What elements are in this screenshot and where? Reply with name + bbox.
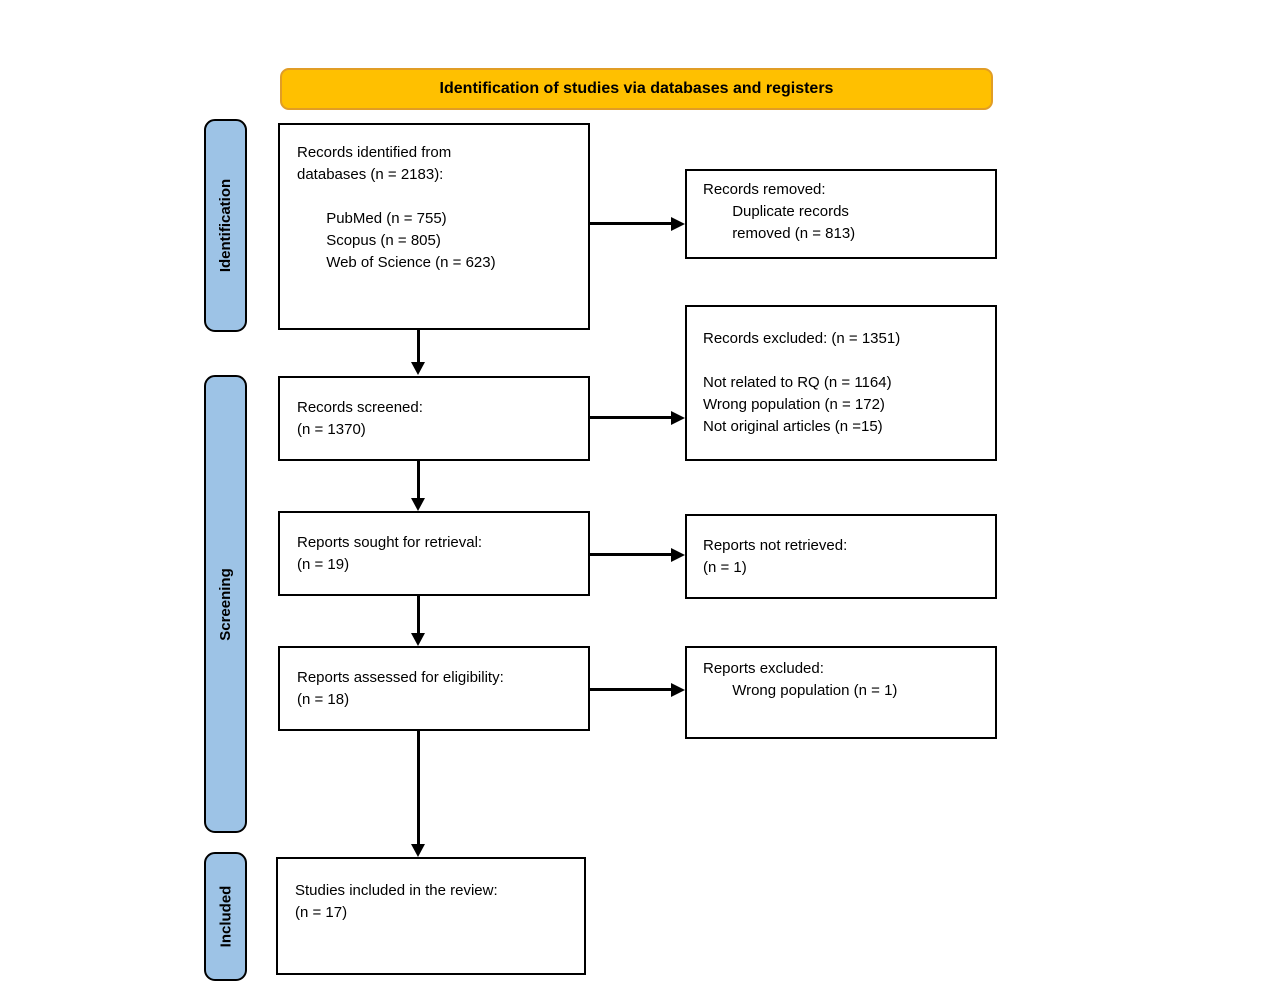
arrow-shaft: [417, 461, 420, 500]
banner-title-text: Identification of studies via databases …: [439, 80, 834, 97]
arrow-head-icon: [411, 498, 425, 511]
stage-bar-included: Included: [204, 852, 247, 981]
arrow-shaft: [590, 222, 674, 225]
stage-label-included: Included: [217, 885, 235, 948]
arrow-shaft: [590, 553, 674, 556]
stage-label-screening: Screening: [217, 567, 234, 641]
arrow-head-icon: [411, 362, 425, 375]
arrow-head-icon: [411, 633, 425, 646]
arrow-head-icon: [671, 548, 685, 562]
banner-title: Identification of studies via databases …: [280, 68, 993, 110]
arrow-shaft: [590, 688, 674, 691]
box-records-identified: Records identified from databases (n = 2…: [278, 123, 590, 330]
box-reports-excluded: Reports excluded: Wrong population (n = …: [685, 646, 997, 739]
arrow-head-icon: [671, 411, 685, 425]
arrow-shaft: [590, 416, 674, 419]
box-reports-not-retrieved: Reports not retrieved: (n = 1): [685, 514, 997, 599]
arrow-shaft: [417, 596, 420, 635]
stage-label-identification: Identification: [217, 178, 234, 273]
box-reports-assessed: Reports assessed for eligibility: (n = 1…: [278, 646, 590, 731]
arrow-shaft: [417, 330, 420, 364]
box-records-removed: Records removed: Duplicate records remov…: [685, 169, 997, 259]
box-records-screened: Records screened: (n = 1370): [278, 376, 590, 461]
arrow-head-icon: [671, 217, 685, 231]
arrow-head-icon: [671, 683, 685, 697]
box-reports-sought: Reports sought for retrieval: (n = 19): [278, 511, 590, 596]
arrow-head-icon: [411, 844, 425, 857]
stage-bar-screening: Screening: [204, 375, 247, 833]
box-records-excluded: Records excluded: (n = 1351) Not related…: [685, 305, 997, 461]
box-studies-included: Studies included in the review: (n = 17): [276, 857, 586, 975]
arrow-shaft: [417, 731, 420, 846]
stage-bar-identification: Identification: [204, 119, 247, 332]
